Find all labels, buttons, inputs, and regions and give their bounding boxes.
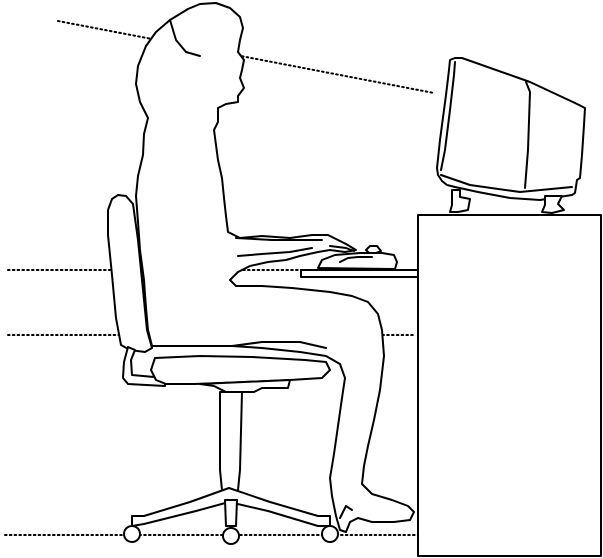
chair-base-front-leg	[225, 500, 237, 526]
chair-caster-center	[223, 528, 239, 544]
keyboard-tray	[301, 270, 418, 277]
chair-column	[220, 392, 242, 496]
keyboard-body	[318, 253, 397, 269]
keyboard	[318, 253, 397, 269]
chair-caster-left	[124, 526, 140, 542]
desk-cabinet	[418, 215, 601, 556]
monitor-stand-rear	[542, 196, 564, 213]
mouse	[366, 246, 381, 253]
chair-seat	[151, 356, 330, 384]
sight-line	[58, 21, 434, 93]
monitor-stand	[450, 190, 470, 212]
chair-caster-right	[322, 526, 338, 542]
monitor-body	[437, 58, 585, 200]
crt-monitor	[437, 58, 585, 213]
